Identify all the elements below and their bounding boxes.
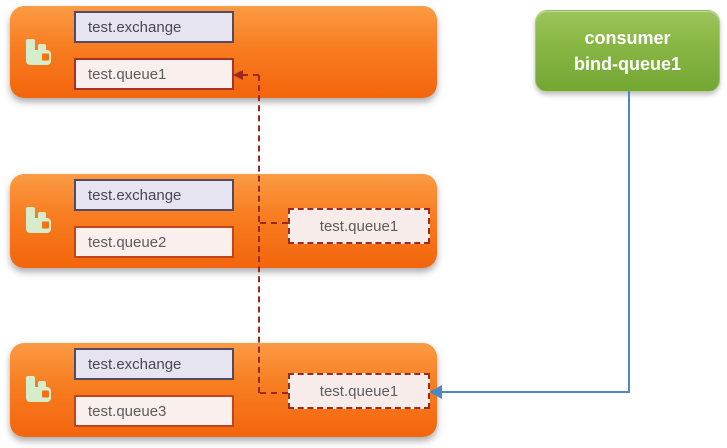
consumer-connection-arrowhead	[429, 385, 442, 399]
broker-node-3: test.exchange test.queue3 test.queue1	[10, 343, 437, 437]
queue-box: test.queue2	[74, 226, 234, 258]
consumer-node: consumer bind-queue1	[535, 10, 720, 92]
consumer-label-line2: bind-queue1	[574, 54, 681, 74]
ghost-queue-box: test.queue1	[288, 208, 430, 244]
exchange-box: test.exchange	[74, 11, 234, 43]
mirror-binding-branch-broker2	[260, 222, 288, 224]
rabbitmq-logo-icon	[22, 36, 54, 68]
rabbitmq-logo-icon	[22, 373, 54, 405]
consumer-connection-line-vertical	[628, 91, 630, 392]
consumer-connection-line-horizontal	[441, 391, 630, 393]
rabbitmq-logo-icon	[22, 204, 54, 236]
consumer-label-line1: consumer	[584, 27, 671, 48]
mirror-binding-branch-broker3	[260, 392, 288, 394]
queue-box: test.queue3	[74, 395, 234, 427]
broker-node-2: test.exchange test.queue2 test.queue1	[10, 174, 437, 268]
queue-box: test.queue1	[74, 58, 234, 90]
ghost-queue-box: test.queue1	[288, 373, 430, 409]
exchange-box: test.exchange	[74, 179, 234, 211]
mirror-binding-line-vertical	[258, 75, 260, 393]
broker-node-1: test.exchange test.queue1	[10, 6, 437, 98]
exchange-box: test.exchange	[74, 348, 234, 380]
mirror-binding-line-to-queue1	[242, 74, 259, 76]
mirror-binding-arrowhead	[233, 70, 243, 80]
